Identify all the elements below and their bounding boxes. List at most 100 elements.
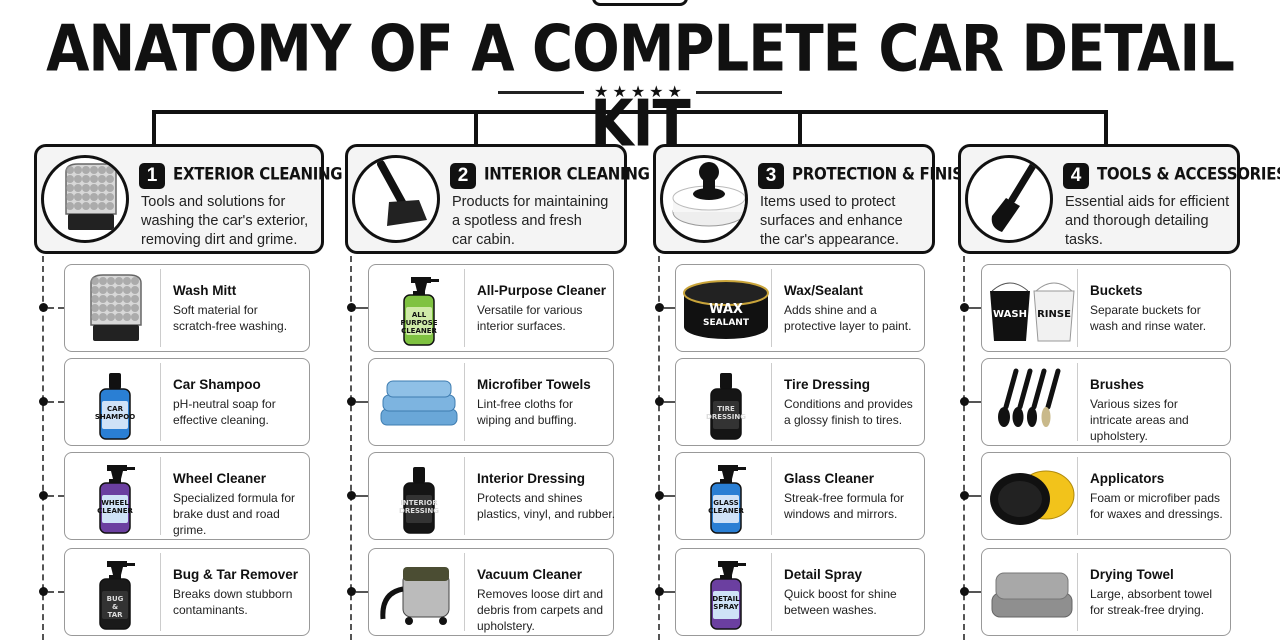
category-number: 4 [1063,163,1089,189]
branch-node-dot [655,303,664,312]
branch-node-dot [655,397,664,406]
item-description-line: Adds shine and a [784,303,877,317]
divider-line-left [498,90,585,94]
wash-mitt-icon [69,269,161,347]
branch-connector [356,401,368,403]
item-description-line: windows and mirrors. [784,507,898,521]
category-description-line: surfaces and enhance [760,213,903,229]
header-tab-decoration [592,0,688,6]
item-description-line: Conditions and provides [784,397,913,411]
category-title: PROTECTION & FINISHING [792,163,1005,185]
item-description-line: debris from carpets and [477,603,604,617]
branch-node-dot [655,587,664,596]
svg-text:CAR: CAR [107,405,124,413]
svg-text:WASH: WASH [993,309,1027,320]
category-card-1: 1 EXTERIOR CLEANING Tools and solutions … [34,144,343,254]
svg-text:PURPOSE: PURPOSE [400,319,437,327]
stars-rating: ★★★★★ [594,84,686,101]
svg-text:GLASS: GLASS [713,499,738,507]
svg-text:TIRE: TIRE [717,405,735,413]
wash-mitt-icon [41,155,129,243]
category-description-line: Tools and solutions for [141,194,286,210]
item-name: Buckets [1090,283,1143,298]
item-description-line: pH-neutral soap for [173,397,276,411]
title-divider: ★★★★★ [490,83,790,101]
branch-connector [969,307,981,309]
item-name: Detail Spray [784,567,863,582]
category-branch-line [350,256,352,640]
branch-connector [969,401,981,403]
branch-connector [969,591,981,593]
item-description-line: Removes loose dirt and [477,587,604,601]
item-name: Wash Mitt [173,283,237,298]
category-description-line: a spotless and fresh [452,213,582,229]
branch-node-dot [347,587,356,596]
item-name: All-Purpose Cleaner [477,283,607,298]
svg-text:SHAMPOO: SHAMPOO [95,413,135,421]
branch-node-dot [39,491,48,500]
branch-node-dot [39,397,48,406]
item-description-line: plastics, vinyl, and rubber. [477,507,616,521]
item-name: Car Shampoo [173,377,261,392]
item-description-line: effective cleaning. [173,413,269,427]
branch-node-dot [960,397,969,406]
item-description-line: Lint-free cloths for [477,397,574,411]
svg-text:TAR: TAR [107,611,123,619]
category-title: EXTERIOR CLEANING [173,163,343,185]
branch-connector [48,401,64,403]
svg-text:SEALANT: SEALANT [703,318,750,328]
branch-connector [664,401,675,403]
item-card-bug-tar-remover: BUG&TAR Bug & Tar Remover Breaks down st… [64,548,310,636]
category-description-line: removing dirt and grime. [141,232,298,248]
svg-text:CLEANER: CLEANER [708,507,744,515]
item-description-line: for streak-free drying. [1090,603,1205,617]
category-number: 2 [450,163,476,189]
item-name: Drying Towel [1090,567,1174,582]
item-name: Wax/Sealant [784,283,864,298]
item-name: Interior Dressing [477,471,586,486]
item-description-line: Large, absorbent towel [1090,587,1213,601]
item-name: Bug & Tar Remover [173,567,299,582]
category-card-2: 2 INTERIOR CLEANING Products for maintai… [345,144,650,254]
category-description-line: Products for maintaining [452,194,609,210]
svg-text:DRESSING: DRESSING [399,507,439,515]
item-description-line: Foam or microfiber pads [1090,491,1221,505]
drying-towel-icon [986,553,1078,631]
brushes-icon [986,363,1078,441]
category-card-3: 3 PROTECTION & FINISHING Items used to p… [653,144,1005,254]
branch-connector [48,495,64,497]
item-description-line: Soft material for [173,303,258,317]
item-description-line: wiping and buffing. [477,413,577,427]
item-name: Brushes [1090,377,1145,392]
category-card-4: 4 TOOLS & ACCESSORIES Essential aids for… [958,144,1280,254]
foam-pads-icon [986,457,1078,535]
category-title: TOOLS & ACCESSORIES [1097,163,1280,185]
detail-brush-icon [965,155,1053,243]
item-description-line: upholstery. [477,619,535,633]
branch-connector [664,307,675,309]
category-branch-line [963,256,965,640]
spray-bottle-icon: BUG&TAR [69,553,161,631]
svg-text:RINSE: RINSE [1037,309,1071,320]
branch-node-dot [347,397,356,406]
branch-node-dot [39,587,48,596]
svg-text:DRESSING: DRESSING [706,413,746,421]
